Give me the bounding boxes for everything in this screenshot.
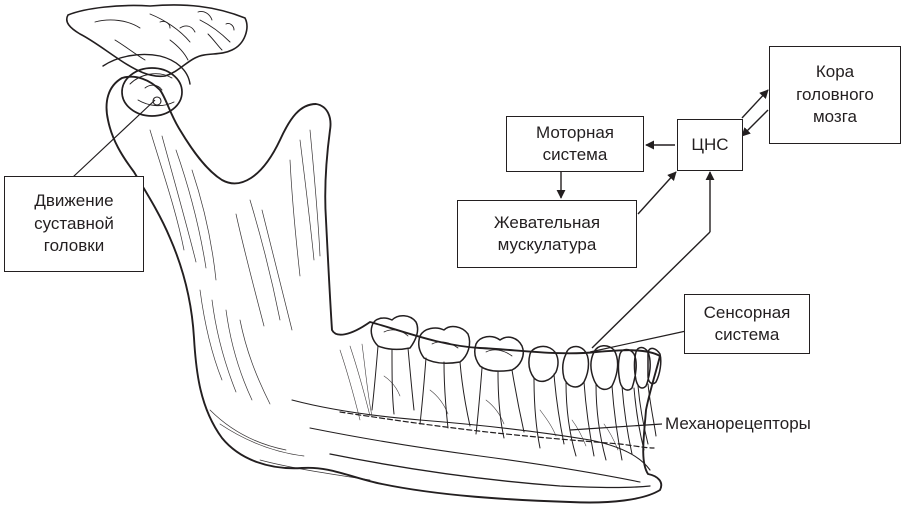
alveolar-texture <box>340 344 618 450</box>
masticatory-muscles-box: Жевательная мускулатура <box>457 200 637 268</box>
condyle-movement-box: Движение суставной головки <box>4 176 144 272</box>
sensory-system-box: Сенсорная система <box>684 294 810 354</box>
condyle-callout-line <box>73 100 155 177</box>
motor-system-box: Моторная система <box>506 116 644 172</box>
teeth <box>371 316 661 390</box>
mechanoreceptors-label: Механорецепторы <box>665 414 811 434</box>
cortex-box: Кора головного мозга <box>769 46 901 144</box>
cns-box: ЦНС <box>677 119 743 171</box>
temporal-bone-fragment <box>67 5 247 84</box>
arrow-muscles-to-cns <box>638 172 676 214</box>
bone-texture <box>150 130 370 480</box>
